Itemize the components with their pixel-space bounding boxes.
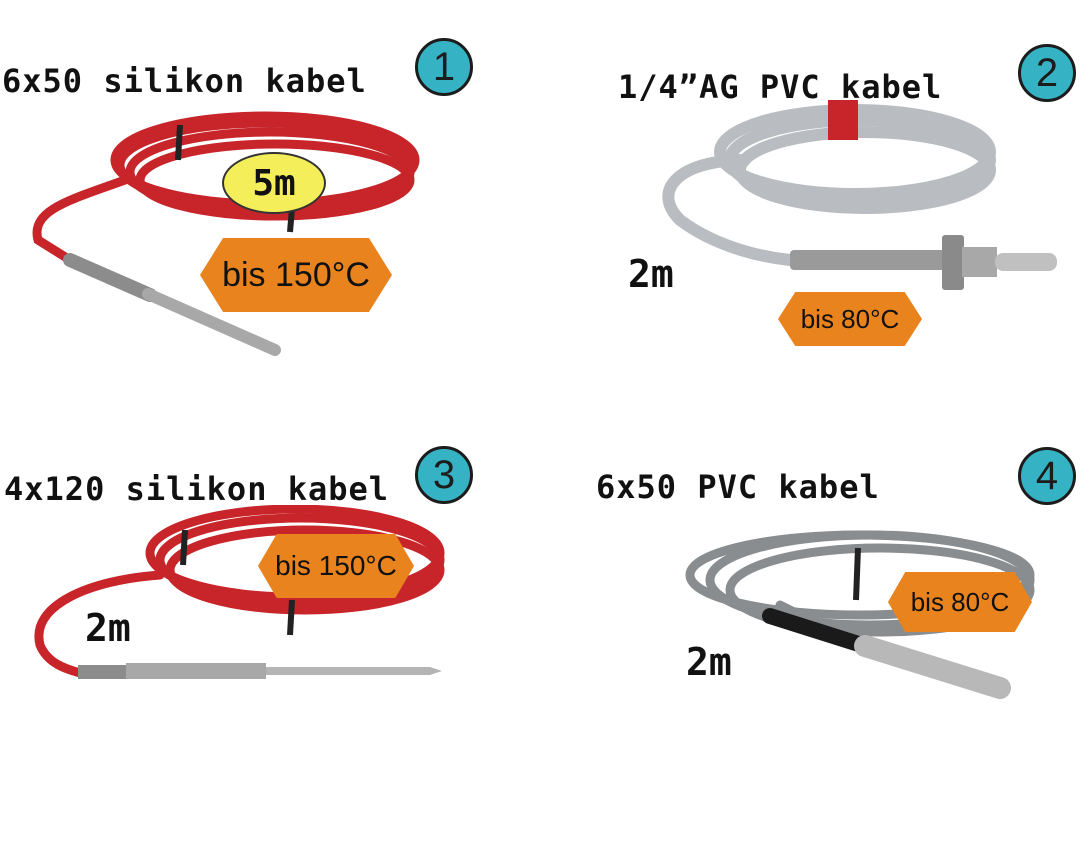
length-label: 2m xyxy=(85,606,131,650)
product-title: 6x50 PVC kabel xyxy=(596,468,880,506)
product-number-badge: 3 xyxy=(415,446,473,504)
length-label: 5m xyxy=(222,152,326,214)
product-title: 6x50 silikon kabel xyxy=(2,62,367,100)
length-label: 2m xyxy=(686,640,732,684)
product-title: 4x120 silikon kabel xyxy=(4,470,390,508)
silicone-cable-needle-sensor-image xyxy=(34,505,445,679)
silicone-cable-sensor-image xyxy=(32,111,420,356)
temperature-badge: bis 150°C xyxy=(200,238,392,312)
temperature-badge: bis 80°C xyxy=(888,572,1032,632)
temperature-badge: bis 80°C xyxy=(778,292,922,346)
product-title: 1/4”AG PVC kabel xyxy=(618,68,943,106)
product-number-badge: 1 xyxy=(415,38,473,96)
pvc-cable-sleeve-sensor-image xyxy=(685,530,1035,699)
product-number-badge: 2 xyxy=(1018,44,1076,102)
temperature-badge: bis 150°C xyxy=(258,534,414,598)
product-number-badge: 4 xyxy=(1018,447,1076,505)
length-label: 2m xyxy=(628,252,674,296)
pvc-cable-threaded-sensor-image xyxy=(662,100,1057,290)
